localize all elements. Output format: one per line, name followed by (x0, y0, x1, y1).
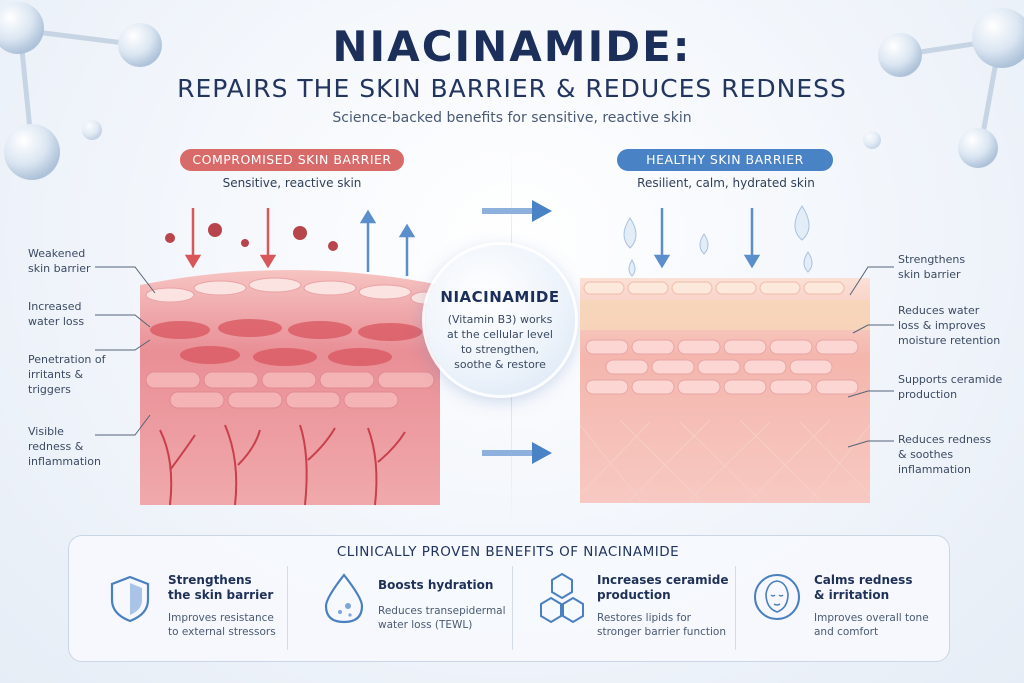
healthy-barrier-caption: Resilient, calm, hydrated skin (637, 176, 815, 190)
benefit-title: Boosts hydration (378, 578, 494, 592)
benefit-divider (287, 566, 288, 650)
benefit-divider (512, 566, 513, 650)
benefit-title: Calms redness& irritation (814, 573, 913, 602)
benefits-panel (68, 535, 950, 662)
right-leader-lines (847, 266, 894, 448)
transition-arrow-top (482, 200, 552, 222)
page-tagline: Science-backed benefits for sensitive, r… (332, 110, 692, 126)
page-subtitle: REPAIRS THE SKIN BARRIER & REDUCES REDNE… (177, 74, 847, 103)
compromised-barrier-badge: COMPROMISED SKIN BARRIER (180, 149, 404, 171)
page-title: NIACINAMIDE: (332, 22, 692, 71)
molecule-decoration-left (0, 2, 162, 180)
calm-face-icon (754, 574, 800, 620)
transition-arrow-bottom (482, 442, 552, 464)
compromised-skin-illustration (140, 208, 440, 506)
shield-icon (110, 575, 150, 623)
niacinamide-circle (425, 245, 575, 395)
left-leader-lines (95, 266, 156, 436)
hexagon-molecule-icon (540, 572, 584, 624)
benefits-title: CLINICALLY PROVEN BENEFITS OF NIACINAMID… (336, 544, 680, 560)
compromised-barrier-caption: Sensitive, reactive skin (222, 176, 362, 190)
healthy-skin-illustration (580, 205, 870, 503)
circle-title: NIACINAMIDE (440, 288, 560, 306)
water-drop-icon (324, 573, 364, 624)
healthy-barrier-badge: HEALTHY SKIN BARRIER (617, 149, 833, 171)
molecule-decoration-right (863, 8, 1024, 168)
benefit-divider (735, 566, 736, 650)
